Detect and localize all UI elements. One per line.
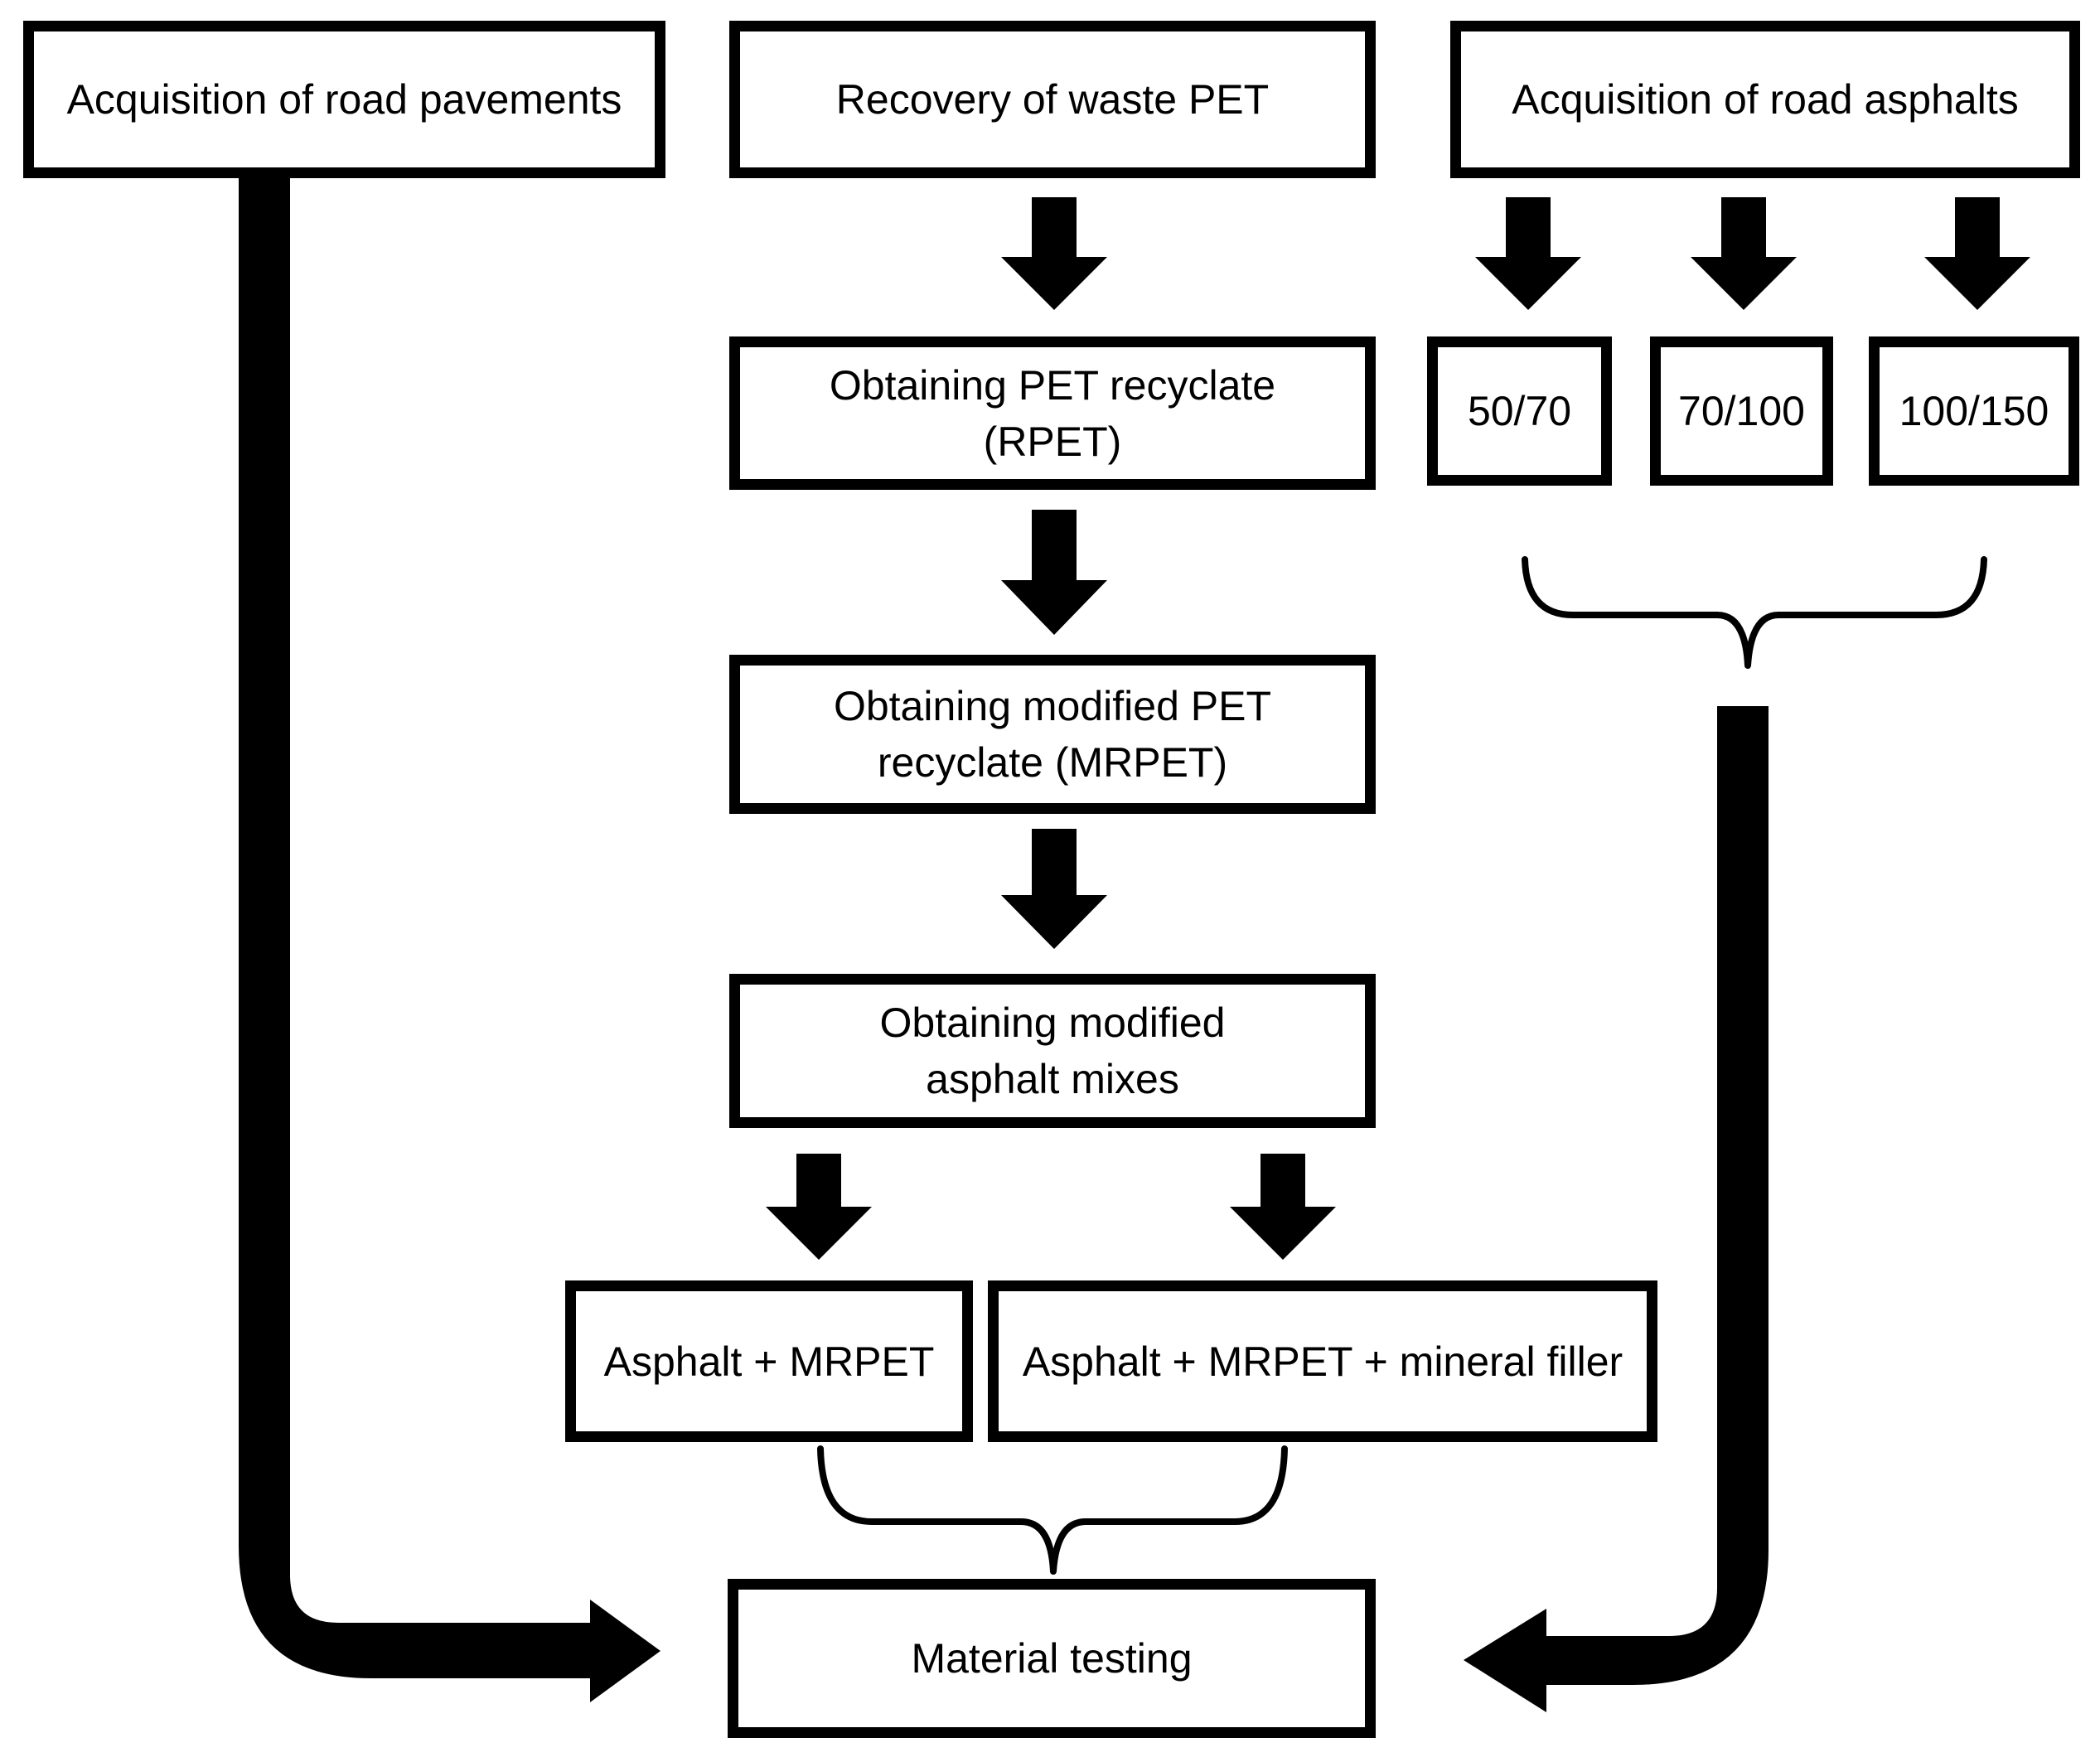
- box-material-testing: Material testing: [728, 1579, 1376, 1738]
- box-label: recyclate (MRPET): [877, 739, 1228, 786]
- box-label: Obtaining modified: [879, 1000, 1226, 1046]
- box-obtaining-modified-asphalt-mixes: Obtaining modified asphalt mixes: [729, 974, 1376, 1128]
- box-label: Obtaining PET recyclate: [829, 361, 1276, 409]
- down-arrow-icon: [766, 1154, 872, 1260]
- box-label: Obtaining modified PET: [833, 683, 1272, 729]
- box-asphalt-grade-50-70: 50/70: [1427, 336, 1612, 486]
- box-label: Recovery of waste PET: [835, 76, 1270, 123]
- box-asphalt-plus-mrpet: Asphalt + MRPET: [565, 1280, 973, 1442]
- box-label: 70/100: [1678, 388, 1805, 434]
- down-arrow-icon: [1001, 829, 1107, 949]
- box-obtaining-pet-recyclate: Obtaining PET recyclate (RPET): [729, 336, 1376, 490]
- down-arrow-icon: [1475, 197, 1581, 310]
- box-label: 100/150: [1899, 388, 2049, 434]
- box-obtaining-modified-pet-recyclate: Obtaining modified PET recyclate (MRPET): [729, 655, 1376, 814]
- box-label: (RPET): [983, 418, 1122, 465]
- box-label: Asphalt + MRPET: [603, 1338, 935, 1385]
- elbow-arrow-right-icon: [239, 177, 660, 1702]
- brace-mixes-icon: [817, 1445, 1288, 1575]
- box-acquisition-road-pavements: Acquisition of road pavements: [23, 21, 665, 178]
- box-label: Acquisition of road asphalts: [1512, 76, 2019, 123]
- brace-grades-icon: [1522, 556, 1987, 669]
- elbow-arrow-left-icon: [1464, 706, 1769, 1712]
- box-asphalt-grade-70-100: 70/100: [1650, 336, 1833, 486]
- down-arrow-icon: [1001, 197, 1107, 310]
- down-arrow-icon: [1001, 510, 1107, 635]
- box-label: Asphalt + MRPET + mineral filler: [1022, 1338, 1623, 1385]
- box-acquisition-road-asphalts: Acquisition of road asphalts: [1450, 21, 2080, 178]
- box-asphalt-grade-100-150: 100/150: [1869, 336, 2079, 486]
- box-label: Material testing: [911, 1635, 1193, 1682]
- down-arrow-icon: [1691, 197, 1797, 310]
- down-arrow-icon: [1230, 1154, 1336, 1260]
- box-label: asphalt mixes: [926, 1056, 1179, 1102]
- box-asphalt-mrpet-mineral-filler: Asphalt + MRPET + mineral filler: [988, 1280, 1657, 1442]
- box-recovery-waste-pet: Recovery of waste PET: [729, 21, 1376, 178]
- box-label: Acquisition of road pavements: [66, 76, 622, 123]
- box-label: 50/70: [1467, 388, 1572, 434]
- down-arrow-icon: [1924, 197, 2030, 310]
